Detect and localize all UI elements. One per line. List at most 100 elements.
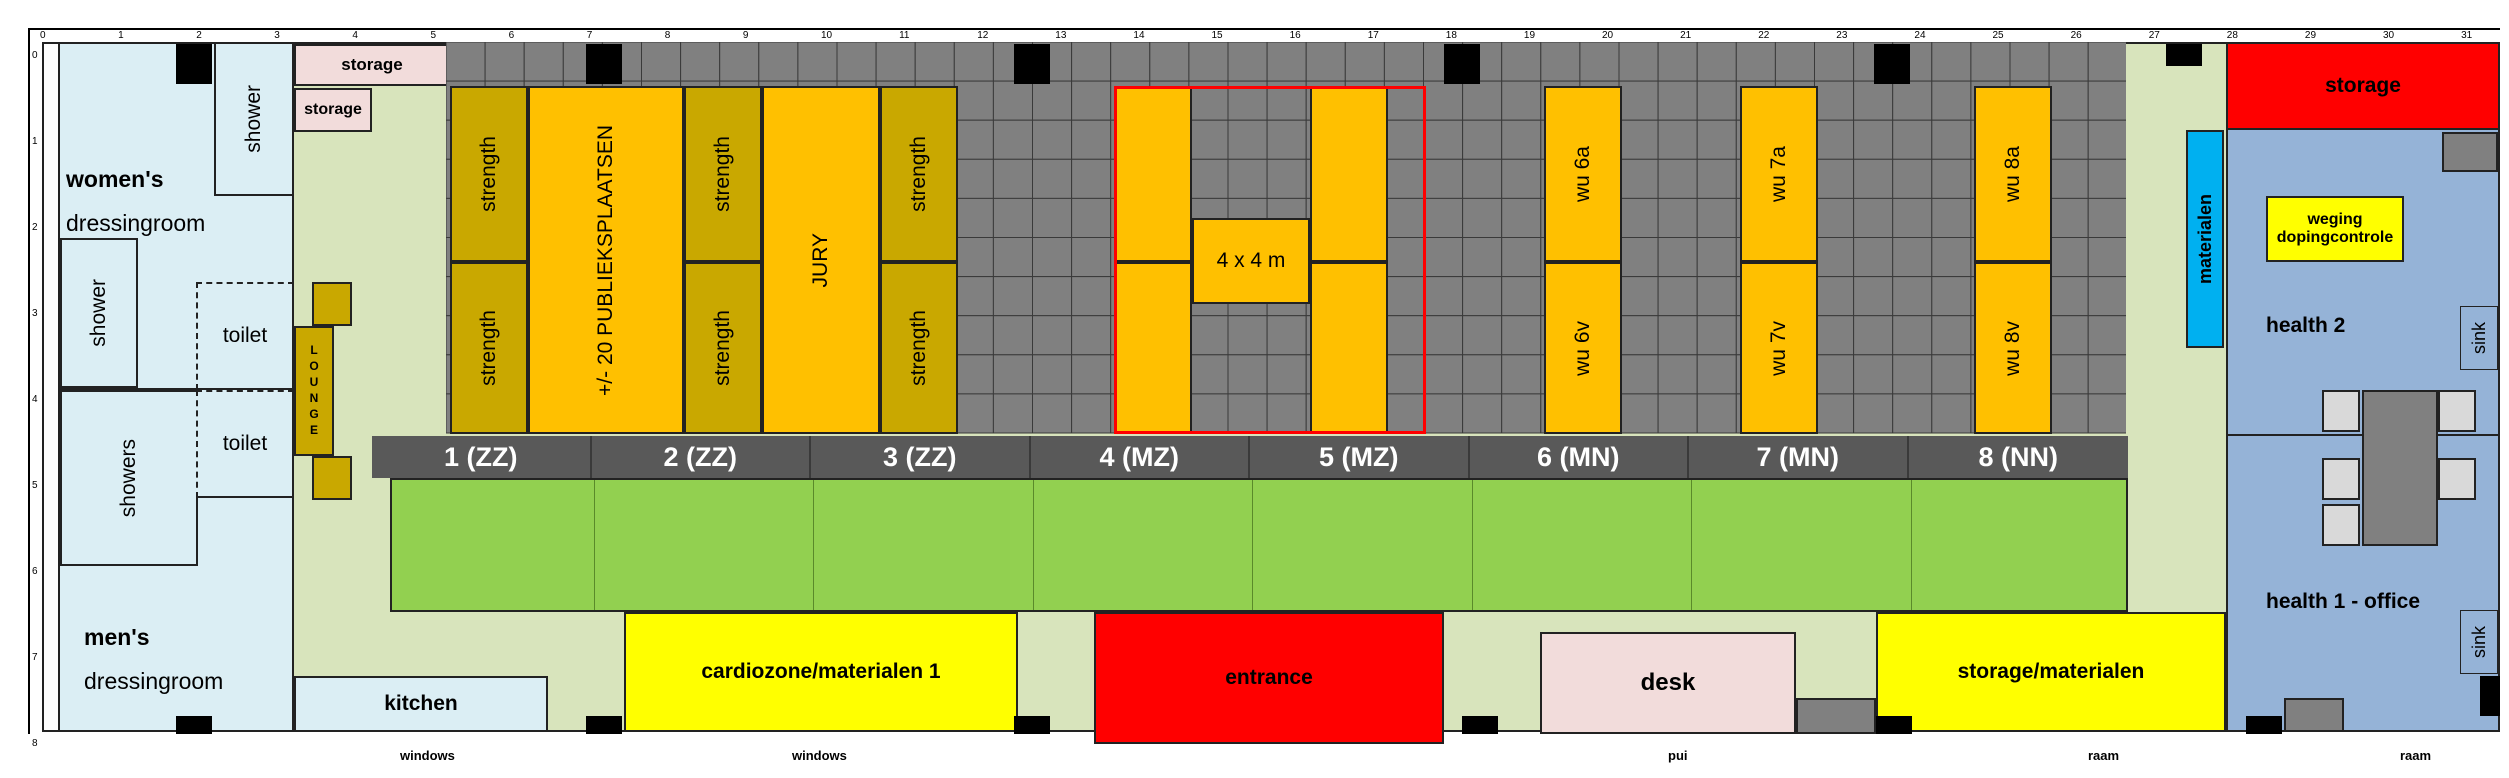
top-ruler	[28, 28, 2500, 30]
mat-tile	[1931, 354, 1972, 395]
storage-red-label: storage	[2325, 74, 2401, 97]
raam-label-1: raam	[2088, 748, 2120, 763]
field-label: 8 (NN)	[1978, 441, 2059, 472]
ruler-top-label: 19	[1523, 30, 1536, 41]
mat-tile	[1188, 119, 1229, 160]
mat-tile	[1814, 42, 1855, 82]
mat-tile	[1853, 80, 1894, 121]
mat-tile	[446, 42, 486, 82]
lane-divider	[813, 480, 814, 610]
mat-tile	[1462, 237, 1503, 278]
mat-tile	[953, 42, 994, 82]
ruler-top-label: 25	[1992, 30, 2004, 41]
mat-tile	[1423, 119, 1464, 160]
raam-label-2: raam	[2400, 748, 2432, 763]
strength-1b-label: strength	[477, 310, 500, 386]
materialen-label: materialen	[2194, 193, 2215, 285]
mat-tile	[1853, 237, 1894, 278]
pui-label: pui	[1668, 748, 1688, 763]
mat-tile	[953, 80, 994, 121]
mat-tile	[1892, 158, 1933, 199]
ruler-top-label: 2	[196, 30, 202, 41]
mat-tile	[1383, 276, 1425, 317]
mat-tile	[1266, 354, 1307, 395]
pillar	[2246, 716, 2282, 734]
mat-tile	[1110, 42, 1151, 82]
ruler-top-label: 30	[2383, 30, 2395, 41]
mat-tile	[1266, 42, 1307, 82]
ruler-top-label: 14	[1133, 30, 1145, 41]
materialen-cabinet: materialen	[2186, 130, 2224, 348]
ruler-left-label: 2	[32, 222, 38, 233]
ruler-top-label: 21	[1680, 30, 1692, 41]
mat-tile	[1657, 354, 1698, 395]
mat-tile	[1618, 315, 1659, 356]
mat-tile	[2048, 237, 2089, 278]
shower-top-label: shower	[242, 85, 265, 153]
mat-tile	[1814, 80, 1855, 121]
mat-tile	[1892, 80, 1933, 121]
ruler-top-label: 4	[352, 30, 358, 41]
mat-tile	[1814, 119, 1855, 160]
health-cabinet	[2442, 132, 2498, 172]
mat-tile	[953, 197, 994, 238]
ruler-top-label: 17	[1367, 30, 1379, 41]
pillar	[2480, 676, 2500, 716]
mat-tile	[1071, 276, 1112, 317]
strength-3b-label: strength	[907, 310, 930, 386]
mat-tile	[1266, 158, 1307, 199]
wu-8a: wu 8a	[1974, 86, 2052, 262]
mat-tile	[1501, 197, 1542, 238]
mat-tile	[1931, 158, 1972, 199]
kitchen: kitchen	[294, 676, 548, 732]
mat-tile	[1814, 276, 1855, 317]
field-label: 5 (MZ)	[1250, 436, 1470, 478]
mat-tile	[1579, 42, 1620, 82]
mat-tile	[1501, 354, 1542, 395]
mat-tile	[992, 80, 1034, 121]
mat-tile	[1501, 42, 1542, 82]
mat-tile	[1696, 158, 1737, 199]
toilet-2-label: toilet	[222, 432, 268, 455]
mat-tile	[1462, 315, 1503, 356]
mat-tile	[1931, 315, 1972, 356]
sink-2: sink	[2460, 610, 2498, 674]
lane-divider	[1910, 480, 1912, 610]
ruler-top-label: 27	[2148, 30, 2160, 41]
mat-tile	[1853, 354, 1894, 395]
mat-tile	[641, 42, 682, 82]
four-by-four-label: 4 x 4 m	[1216, 249, 1286, 272]
mat-tile	[1266, 393, 1307, 434]
mat-tile	[2048, 276, 2089, 317]
mat-tile	[2087, 276, 2126, 317]
mat-tile	[953, 276, 994, 317]
mat-tile	[1892, 237, 1933, 278]
mat-tile	[1618, 354, 1659, 395]
sink-1: sink	[2460, 306, 2498, 370]
mat-tile	[1618, 237, 1659, 278]
showers-label: showers	[117, 438, 140, 518]
ruler-top-label: 6	[508, 30, 515, 41]
mat-tile	[1814, 158, 1855, 199]
mat-tile	[992, 276, 1034, 317]
mat-tile	[2009, 42, 2050, 82]
mat-tile	[1657, 276, 1698, 317]
mat-tile	[1383, 237, 1425, 278]
mat-tile	[953, 393, 994, 434]
lounge-bottom-seat	[312, 456, 352, 500]
mat-tile	[1032, 197, 1073, 238]
zone-4-left-top	[1114, 86, 1192, 262]
mat-tile	[1501, 80, 1542, 121]
ruler-left-label: 8	[32, 738, 38, 749]
storage-materialen: storage/materialen	[1876, 612, 2226, 732]
mat-tile	[1383, 197, 1425, 238]
mat-tile	[1423, 197, 1464, 238]
mat-tile	[1032, 354, 1073, 395]
mat-tile	[1501, 237, 1542, 278]
mat-tile	[1931, 393, 1972, 434]
mat-tile	[1032, 393, 1073, 434]
lane-divider	[1252, 480, 1253, 610]
shower-left-label: shower	[87, 279, 110, 347]
lounge-top-seat	[312, 282, 352, 326]
ruler-top-label: 15	[1211, 30, 1223, 41]
